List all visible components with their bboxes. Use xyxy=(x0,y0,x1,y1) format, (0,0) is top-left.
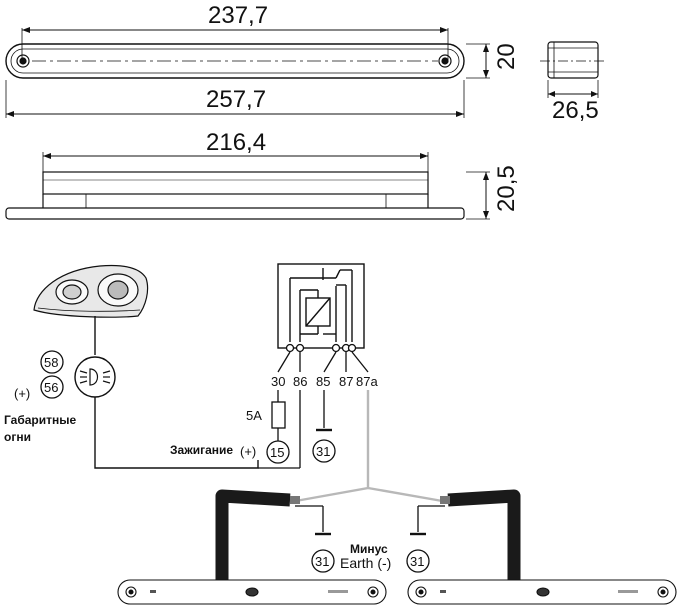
svg-text:31: 31 xyxy=(316,444,330,459)
terminal-87a-label: 87a xyxy=(356,374,378,389)
svg-text:15: 15 xyxy=(270,445,284,460)
terminal-circle-31-right: 31 xyxy=(406,549,430,573)
dim-top-width: 237,7 xyxy=(208,2,268,29)
relay-ground-wire xyxy=(316,390,332,432)
headlight-icon xyxy=(33,264,149,318)
plus-mark-parking: (+) xyxy=(14,386,30,401)
terminal-86-label: 86 xyxy=(293,374,307,389)
lamp-top-view xyxy=(5,27,490,118)
right-lamp-cable xyxy=(410,489,521,590)
minus-label: Минус xyxy=(350,542,388,556)
terminal-circle-31-relay: 31 xyxy=(312,439,336,463)
parking-lights-label-line1: Габаритные xyxy=(4,413,76,427)
dim-lens-width: 216,4 xyxy=(206,129,266,156)
fuse-rating: 5A xyxy=(246,408,262,423)
dim-side-height: 20,5 xyxy=(493,165,520,212)
svg-text:58: 58 xyxy=(44,355,58,370)
left-lamp-cable xyxy=(215,489,331,590)
terminal-87-label: 87 xyxy=(339,374,353,389)
terminal-30-label: 30 xyxy=(271,374,285,389)
parking-light-icon xyxy=(74,356,116,398)
terminal-circle-15: 15 xyxy=(266,440,290,464)
relay-icon xyxy=(277,263,365,349)
fuse-wiring xyxy=(258,390,301,469)
ignition-plus: (+) xyxy=(240,444,256,459)
terminal-circle-58: 58 xyxy=(40,350,64,374)
svg-text:56: 56 xyxy=(44,380,58,395)
svg-text:31: 31 xyxy=(410,554,424,569)
terminal-circle-56: 56 xyxy=(40,375,64,399)
lamp-side-view xyxy=(5,152,490,220)
dim-overall-length: 257,7 xyxy=(206,86,266,113)
right-lamp-icon xyxy=(407,579,677,605)
terminal-circle-31-left: 31 xyxy=(311,549,335,573)
relay-pins xyxy=(285,343,357,353)
dim-side-width: 26,5 xyxy=(552,97,599,124)
left-lamp-icon xyxy=(117,579,387,605)
dim-top-height: 20 xyxy=(493,43,520,70)
terminal-85-label: 85 xyxy=(316,374,330,389)
ignition-label: Зажигание xyxy=(170,443,233,457)
parking-lights-label-line2: огни xyxy=(4,430,31,444)
relay-leads xyxy=(277,351,369,373)
svg-text:31: 31 xyxy=(315,554,329,569)
lamp-end-view xyxy=(540,41,604,98)
earth-label: Earth (-) xyxy=(340,555,391,571)
